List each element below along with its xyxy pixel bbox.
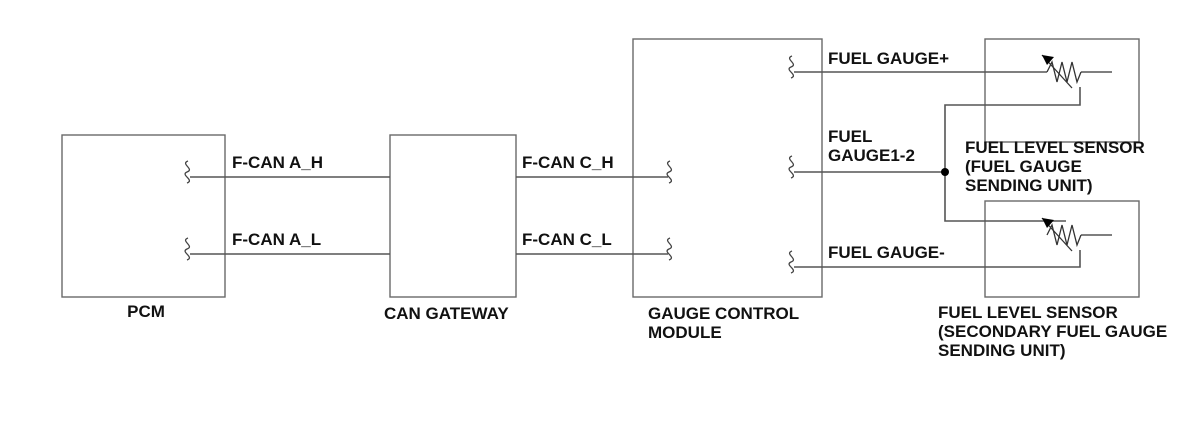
label-fcan-c-h: F-CAN C_H	[522, 153, 614, 172]
connector-icon	[666, 237, 673, 261]
connector-icon	[788, 155, 795, 179]
gauge-control-module-box	[632, 38, 823, 298]
label-fuel-level-sensor-primary: FUEL LEVEL SENSOR (FUEL GAUGE SENDING UN…	[965, 138, 1150, 195]
label-fuel-gauge-minus: FUEL GAUGE-	[828, 243, 945, 262]
connector-icon	[666, 160, 673, 184]
label-fcan-a-h: F-CAN A_H	[232, 153, 323, 172]
fuel-level-sensor-primary-box	[984, 38, 1140, 143]
label-can-gateway: CAN GATEWAY	[384, 304, 509, 323]
connector-icon	[788, 250, 795, 274]
variable-resistor-icon	[1041, 217, 1082, 252]
variable-resistor-icon	[1041, 54, 1082, 89]
splice-node	[941, 168, 949, 176]
label-fcan-a-l: F-CAN A_L	[232, 230, 321, 249]
label-fcan-c-l: F-CAN C_L	[522, 230, 612, 249]
label-fuel-gauge-plus: FUEL GAUGE+	[828, 49, 949, 68]
label-fuel-gauge-1-2: FUEL GAUGE1-2	[828, 127, 915, 165]
wire-secondary-sensor-feed	[944, 172, 1066, 222]
connector-icon	[184, 237, 191, 261]
label-pcm: PCM	[127, 302, 165, 321]
label-fuel-level-sensor-secondary: FUEL LEVEL SENSOR (SECONDARY FUEL GAUGE …	[938, 303, 1172, 360]
wire-primary-sensor-return	[944, 87, 1081, 172]
wire-fuel-gauge-minus	[794, 250, 1081, 268]
label-gauge-control-module: GAUGE CONTROL MODULE	[648, 304, 804, 342]
connector-icon	[788, 55, 795, 79]
connector-icon	[184, 160, 191, 184]
pcm-box	[61, 134, 226, 298]
can-gateway-box	[389, 134, 517, 298]
fuel-level-sensor-secondary-box	[984, 200, 1140, 298]
